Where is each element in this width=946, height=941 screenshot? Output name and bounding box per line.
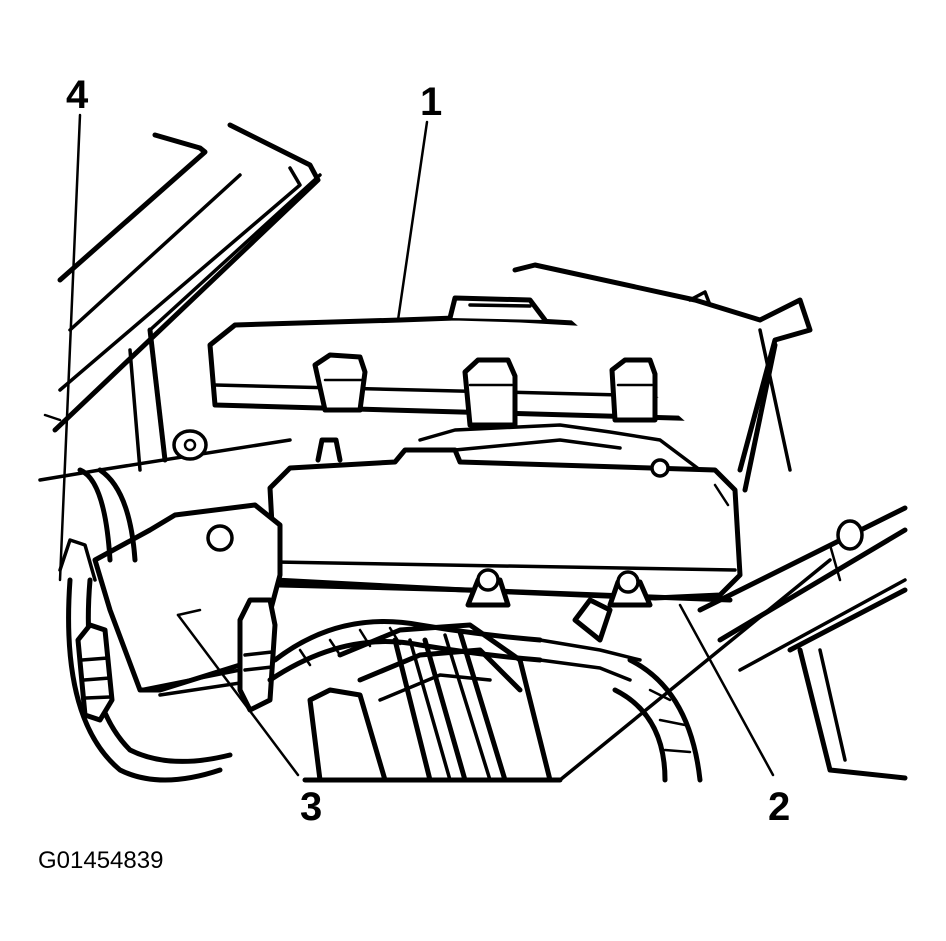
leader-line-4 bbox=[58, 113, 82, 582]
callout-2: 2 bbox=[768, 785, 790, 829]
lower-right-panel bbox=[558, 505, 908, 782]
callout-4: 4 bbox=[66, 73, 89, 117]
leader-lines bbox=[58, 113, 775, 777]
figure-id: G01454839 bbox=[38, 847, 163, 874]
upper-housing bbox=[207, 262, 813, 493]
connector-module bbox=[92, 502, 283, 713]
lower-housing bbox=[267, 423, 743, 608]
upper-left-panel bbox=[38, 122, 322, 482]
leader-line-2 bbox=[678, 603, 775, 777]
left-connector bbox=[75, 467, 138, 723]
air-intake-duct bbox=[302, 622, 563, 783]
leader-line-3 bbox=[176, 613, 300, 777]
wiring-harness bbox=[58, 538, 703, 783]
leader-line-1 bbox=[396, 120, 429, 322]
callout-1: 1 bbox=[420, 80, 442, 124]
callout-3: 3 bbox=[300, 785, 322, 829]
